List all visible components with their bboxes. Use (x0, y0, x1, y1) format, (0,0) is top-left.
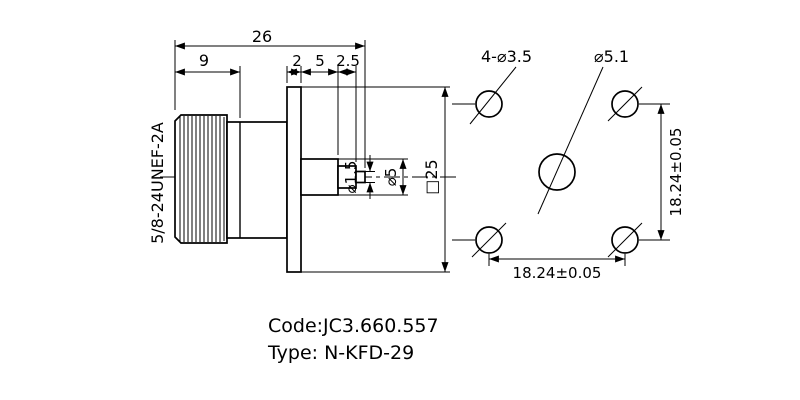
dim-pitch-vertical: 18.24±0.05 (639, 103, 685, 241)
dim-9: 9 (175, 51, 241, 118)
type-label: Type: N-KFD-29 (267, 342, 414, 364)
center-pin (355, 170, 366, 184)
dim-2-5-2_5: 2 5 2.5 (286, 52, 360, 162)
tick-bottom-left-hole (471, 222, 507, 258)
title-block: Code:JC3.660.557 Type: N-KFD-29 (267, 315, 439, 364)
callout-mounting-holes: 4-⌀3.5 (469, 47, 532, 125)
mounting-hole-top-left (475, 90, 503, 118)
connector-body (226, 121, 288, 239)
tick-top-right-hole (607, 86, 643, 122)
coupling-nut (174, 114, 228, 244)
dim-phi5-label: ⌀5 (382, 168, 400, 187)
dim-phi1_5-label: ⌀1.5 (342, 161, 360, 194)
shaft-phi5 (300, 158, 339, 196)
dim-2-label: 2 (292, 52, 302, 70)
dim-pin-diameter: ⌀1.5 (342, 155, 375, 199)
front-view: 4-⌀3.5 ⌀5.1 18.24±0.05 18.24±0.05 (452, 47, 685, 282)
dim-pitch-horizontal-label: 18.24±0.05 (513, 264, 602, 282)
dim-5-label: 5 (315, 52, 325, 70)
dim-shaft-diameter: ⌀5 (338, 158, 408, 196)
callout-phi5_1-label: ⌀5.1 (594, 47, 629, 66)
leader-line-center-hole (537, 66, 604, 215)
side-view: 26 9 2 5 2.5 5/8-24UNEF-2A (148, 27, 458, 273)
callout-4-phi3_5-label: 4-⌀3.5 (481, 47, 532, 66)
knurl-lines (179, 116, 225, 242)
dim-26-label: 26 (252, 27, 272, 46)
dim-9-label: 9 (199, 51, 209, 70)
flange-plate (286, 86, 302, 273)
dim-sq25-label: □25 (422, 159, 441, 194)
tick-bottom-right-hole (607, 222, 643, 258)
dim-pitch-vertical-label: 18.24±0.05 (667, 128, 685, 217)
thread-spec-label: 5/8-24UNEF-2A (148, 122, 167, 244)
leader-line-mounting-holes (469, 66, 517, 125)
code-label: Code:JC3.660.557 (268, 315, 439, 337)
dim-flange-square: □25 (301, 86, 450, 273)
callout-center-hole: ⌀5.1 (537, 47, 629, 215)
dim-pitch-horizontal: 18.24±0.05 (488, 254, 626, 282)
dim-2_5-label: 2.5 (336, 52, 360, 70)
